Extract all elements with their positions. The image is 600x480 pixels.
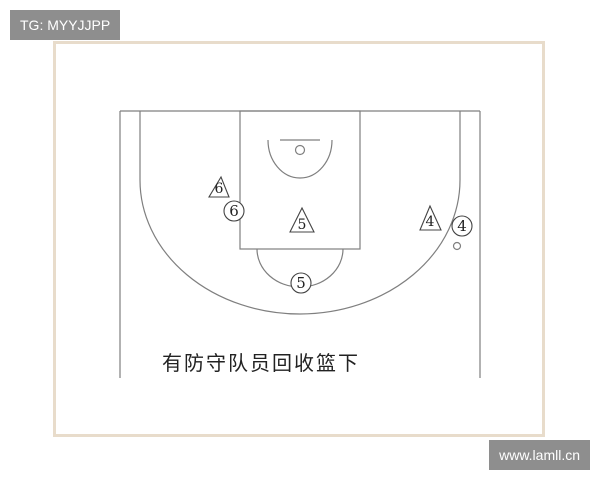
watermark-bottom-tag: www.lamll.cn [489, 440, 590, 470]
offense-player-6 [208, 175, 230, 198]
hoop [294, 144, 306, 156]
defense-player-6 [223, 200, 245, 222]
defense-player-6-label: 6 [229, 202, 239, 220]
watermark-top-tag: TG: MYYJJPP [10, 10, 121, 40]
defense-player-5 [290, 272, 312, 294]
offense-player-4-label: 4 [426, 214, 435, 230]
diagram-frame [53, 41, 545, 437]
three-point-arc [139, 179, 461, 315]
offense-player-6-label: 6 [215, 181, 224, 197]
offense-player-4 [419, 204, 442, 231]
restricted-area-arc [267, 139, 333, 179]
diagram-caption: 有防守队员回收篮下 [162, 351, 360, 375]
paint-lane [239, 110, 361, 250]
defense-player-4 [451, 215, 473, 237]
defense-player-4-label: 4 [457, 217, 467, 235]
offense-player-5 [289, 206, 315, 233]
defense-player-5-label: 5 [296, 274, 306, 292]
offense-player-5-label: 5 [298, 217, 307, 233]
ball [452, 241, 462, 251]
